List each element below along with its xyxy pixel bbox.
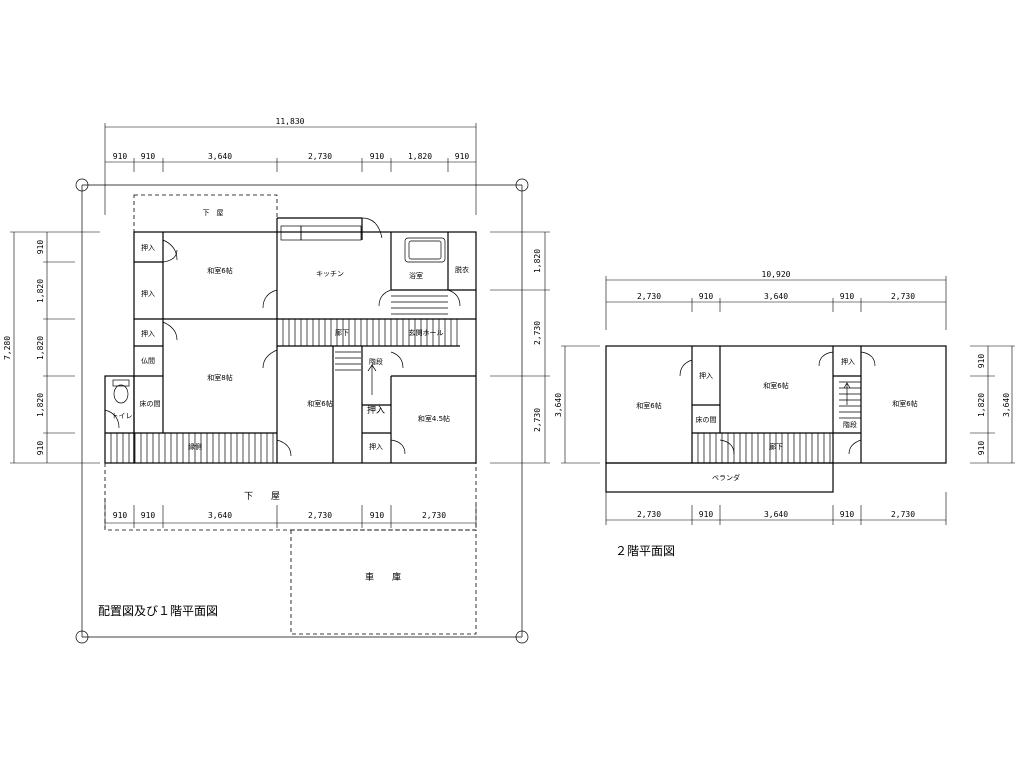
- room-label: 車 庫: [365, 571, 401, 583]
- room-label: 廊下: [769, 442, 783, 451]
- dim-seg: 3,640: [208, 511, 232, 520]
- corner-marker-icon: [75, 630, 89, 644]
- dim-overall: 7,280: [3, 336, 12, 360]
- room-label: 床の間: [696, 415, 717, 424]
- room-label: 押入: [141, 289, 155, 298]
- room-label: 和室6帖: [207, 266, 232, 275]
- room-label: 押入: [367, 404, 385, 416]
- dim-seg: 910: [141, 152, 156, 161]
- dim-seg: 910: [370, 511, 385, 520]
- dim-seg: 3,640: [764, 510, 788, 519]
- dim-seg: 910: [840, 510, 855, 519]
- corner-marker-icon: [515, 178, 529, 192]
- dim-seg: 1,820: [36, 336, 45, 360]
- room-label: 階段: [843, 420, 857, 429]
- dim-seg: 910: [370, 152, 385, 161]
- floor1-bottom-dimensions: 910 910 3,640 2,730 910 2,730: [104, 498, 477, 528]
- floor1-left-dimensions: 7,280 910 1,820 1,820 1,820 910: [3, 231, 100, 464]
- dim-seg: 910: [840, 292, 855, 301]
- dim-seg: 910: [113, 511, 128, 520]
- room-label: 和室6帖: [307, 399, 332, 408]
- dim-seg: 910: [977, 354, 986, 369]
- dim-overall: 3,640: [554, 393, 563, 417]
- floor2-right-dimensions: 910 1,820 910 3,640: [970, 345, 1015, 464]
- floor2-plan: 和室6帖 押入 床の間 和室6帖 押入 階段 和室6帖 廊下 ベランダ: [605, 345, 947, 493]
- dim-seg: 2,730: [533, 321, 542, 345]
- room-label: 下 屋: [203, 209, 224, 217]
- dim-seg: 910: [455, 152, 470, 161]
- room-label: 仏間: [141, 357, 155, 365]
- room-label: 脱衣: [455, 265, 469, 274]
- room-label: 階段: [369, 357, 383, 366]
- dim-seg: 1,820: [36, 393, 45, 417]
- dim-seg: 2,730: [533, 408, 542, 432]
- room-label: 和室6帖: [636, 401, 661, 410]
- dim-seg: 1,820: [977, 393, 986, 417]
- dim-seg: 1,820: [36, 279, 45, 303]
- room-label: 押入: [841, 357, 855, 366]
- dim-overall: 10,920: [762, 270, 791, 279]
- floor2-title: ２階平面図: [615, 543, 675, 558]
- site-boundary: [75, 178, 529, 644]
- room-label: 押入: [141, 243, 155, 252]
- room-label: 和室6帖: [763, 381, 788, 390]
- corner-marker-icon: [75, 178, 89, 192]
- room-label: 和室8帖: [207, 373, 232, 382]
- room-label: 床の間: [140, 399, 161, 408]
- dim-seg: 2,730: [637, 292, 661, 301]
- floor1-top-dimensions: 11,830 910 910 3,640 2,730 910 1,820 910: [104, 117, 477, 215]
- room-label: 玄関ホール: [409, 328, 444, 337]
- room-label: ベランダ: [712, 473, 740, 482]
- room-label: 縁側: [188, 442, 202, 451]
- room-label: トイレ: [112, 412, 133, 420]
- dim-seg: 910: [36, 441, 45, 456]
- room-label: 浴室: [409, 271, 423, 280]
- dim-seg: 2,730: [308, 152, 332, 161]
- floor1-right-dimensions: 1,820 2,730 2,730: [490, 231, 550, 464]
- floor2-left-dimensions: 3,640: [554, 345, 600, 464]
- dim-seg: 2,730: [891, 510, 915, 519]
- dim-seg: 3,640: [764, 292, 788, 301]
- dim-seg: 910: [141, 511, 156, 520]
- dim-seg: 2,730: [308, 511, 332, 520]
- room-label: 押入: [699, 371, 713, 380]
- dim-seg: 2,730: [422, 511, 446, 520]
- dim-seg: 3,640: [208, 152, 232, 161]
- room-label: 下 屋: [244, 491, 280, 502]
- floor1-title: 配置図及び１階平面図: [98, 603, 218, 618]
- dim-seg: 910: [977, 441, 986, 456]
- room-label: キッチン: [316, 270, 344, 278]
- dim-seg: 910: [36, 240, 45, 255]
- garage: [290, 529, 477, 635]
- room-label: 和室4.5帖: [418, 414, 450, 423]
- hallway-hatching: [110, 295, 458, 463]
- dim-seg: 1,820: [533, 249, 542, 273]
- veranda: [605, 462, 834, 493]
- dim-seg: 2,730: [637, 510, 661, 519]
- room-label: 廊下: [335, 328, 349, 337]
- room-label: 押入: [369, 442, 383, 451]
- annex-top: [133, 194, 278, 233]
- toilet-icon: [112, 379, 130, 404]
- dim-overall: 3,640: [1002, 393, 1011, 417]
- dim-seg: 910: [699, 292, 714, 301]
- dim-seg: 910: [699, 510, 714, 519]
- room-label: 和室6帖: [892, 399, 917, 408]
- floor2-bottom-dimensions: 2,730 910 3,640 910 2,730: [605, 492, 947, 525]
- floor1-plan: 下 屋: [104, 194, 477, 635]
- room-label: 押入: [141, 329, 155, 338]
- dim-overall: 11,830: [276, 117, 305, 126]
- dim-seg: 2,730: [891, 292, 915, 301]
- corner-marker-icon: [515, 630, 529, 644]
- dim-seg: 910: [113, 152, 128, 161]
- floor2-top-dimensions: 10,920 2,730 910 3,640 910 2,730: [605, 270, 947, 330]
- dim-seg: 1,820: [408, 152, 432, 161]
